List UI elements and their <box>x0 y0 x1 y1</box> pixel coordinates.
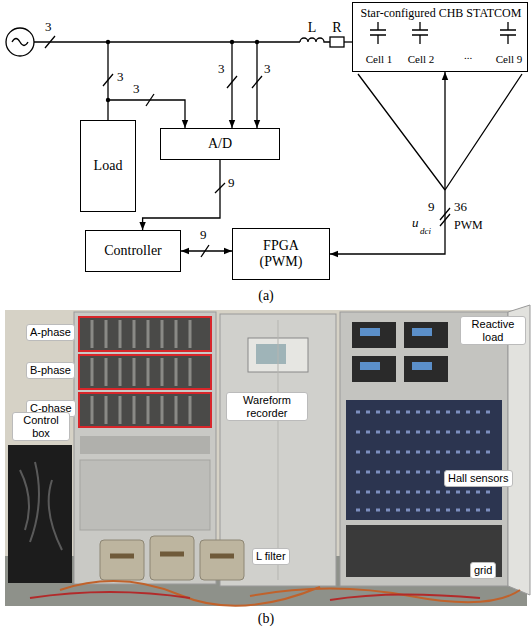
resistor-label: R <box>332 20 341 36</box>
lab-photo <box>5 305 530 606</box>
lab-photo <box>200 540 244 580</box>
lab-photo <box>360 328 380 336</box>
photo-callout: L filter <box>252 548 290 565</box>
subfigure-label: (a) <box>258 288 274 304</box>
photo-callout: Hall sensors <box>444 470 513 487</box>
lab-photo <box>346 400 502 520</box>
inductor-label: L <box>308 20 317 36</box>
load-box: Load <box>80 120 136 212</box>
signal-connector <box>330 72 445 254</box>
wiring <box>34 41 300 42</box>
bus-count: 9 <box>200 228 207 243</box>
lab-photo <box>79 317 211 351</box>
lab-photo <box>100 540 144 580</box>
wiring <box>370 22 516 44</box>
wiring <box>6 28 34 56</box>
lab-photo <box>352 356 396 382</box>
node-title: A/D <box>208 136 232 152</box>
cell-label: ... <box>464 49 472 62</box>
fpga-box: FPGA (PWM) <box>232 228 330 280</box>
converter-box: Star-configured CHB STATCOM Cell 1 Cell 2.… <box>352 2 528 72</box>
lab-photo <box>352 322 396 348</box>
lab-photo <box>356 412 494 510</box>
lab-photo <box>60 581 520 606</box>
bus-count: 3 <box>264 62 271 77</box>
wiring <box>6 22 522 257</box>
bus-count: 36 <box>454 200 467 215</box>
node-title: Load <box>94 158 123 174</box>
bus-count: 9 <box>228 176 235 191</box>
node-title: Star-configured CHB STATCOM <box>361 7 522 21</box>
signal-name: u <box>412 216 419 231</box>
junction-dot <box>106 40 259 102</box>
lab-photo <box>30 592 480 600</box>
bus-count: 3 <box>218 62 225 77</box>
subfigure-label: (b) <box>258 611 274 627</box>
wiring <box>231 42 232 128</box>
lab-photo <box>92 320 190 424</box>
lab-photo <box>8 445 72 583</box>
lab-photo <box>278 320 279 580</box>
wiring <box>358 74 522 190</box>
bus-count: 3 <box>45 20 52 35</box>
lab-photo <box>150 536 194 580</box>
photo-callout: Control box <box>12 412 70 441</box>
lab-photo <box>80 460 210 530</box>
junction-dot <box>255 40 259 44</box>
lab-photo <box>360 362 380 370</box>
lab-photo <box>508 305 530 595</box>
wiring <box>256 42 257 128</box>
junction-dot <box>106 40 110 44</box>
photo-callout: Wareform recorder <box>226 392 308 421</box>
converter-box: A/D <box>160 128 280 160</box>
wiring <box>344 41 352 42</box>
signal-subscript: dci <box>420 226 431 236</box>
lab-photo <box>74 312 216 584</box>
signal-connector <box>143 160 220 230</box>
controller-box: Controller <box>85 230 181 272</box>
photo-callout: Reactive load <box>460 316 526 345</box>
lab-photo <box>412 328 432 336</box>
junction-dot <box>106 98 110 102</box>
photo-callout: B-phase <box>26 362 75 379</box>
node-title: FPGA (PWM) <box>251 238 311 270</box>
bus-count: 9 <box>428 200 435 215</box>
cell-label: Cell 1 <box>366 53 393 66</box>
node-title: Controller <box>104 243 162 259</box>
photo-callout: A-phase <box>26 324 75 341</box>
wiring <box>45 36 450 257</box>
junction-dot <box>230 40 234 44</box>
lab-photo <box>20 462 62 550</box>
cell-label: Cell 9 <box>496 53 523 66</box>
lab-photo <box>5 310 527 606</box>
bus-count: 3 <box>133 82 140 97</box>
bus-count: 3 <box>117 70 124 85</box>
lab-photo <box>340 312 508 586</box>
wiring <box>12 39 28 46</box>
photo-callout: grid <box>470 562 496 579</box>
signal-connector <box>181 250 232 251</box>
lab-photo <box>79 393 211 427</box>
lab-photo <box>79 355 211 389</box>
lab-photo <box>412 362 432 370</box>
lab-photo <box>404 356 448 382</box>
lab-photo <box>110 554 234 556</box>
lab-photo <box>256 344 286 364</box>
cell-label: Cell 2 <box>408 53 435 66</box>
lab-photo <box>404 322 448 348</box>
signal-name: PWM <box>454 219 483 233</box>
lab-photo <box>80 436 210 454</box>
wiring <box>300 38 330 42</box>
wiring <box>330 37 344 47</box>
